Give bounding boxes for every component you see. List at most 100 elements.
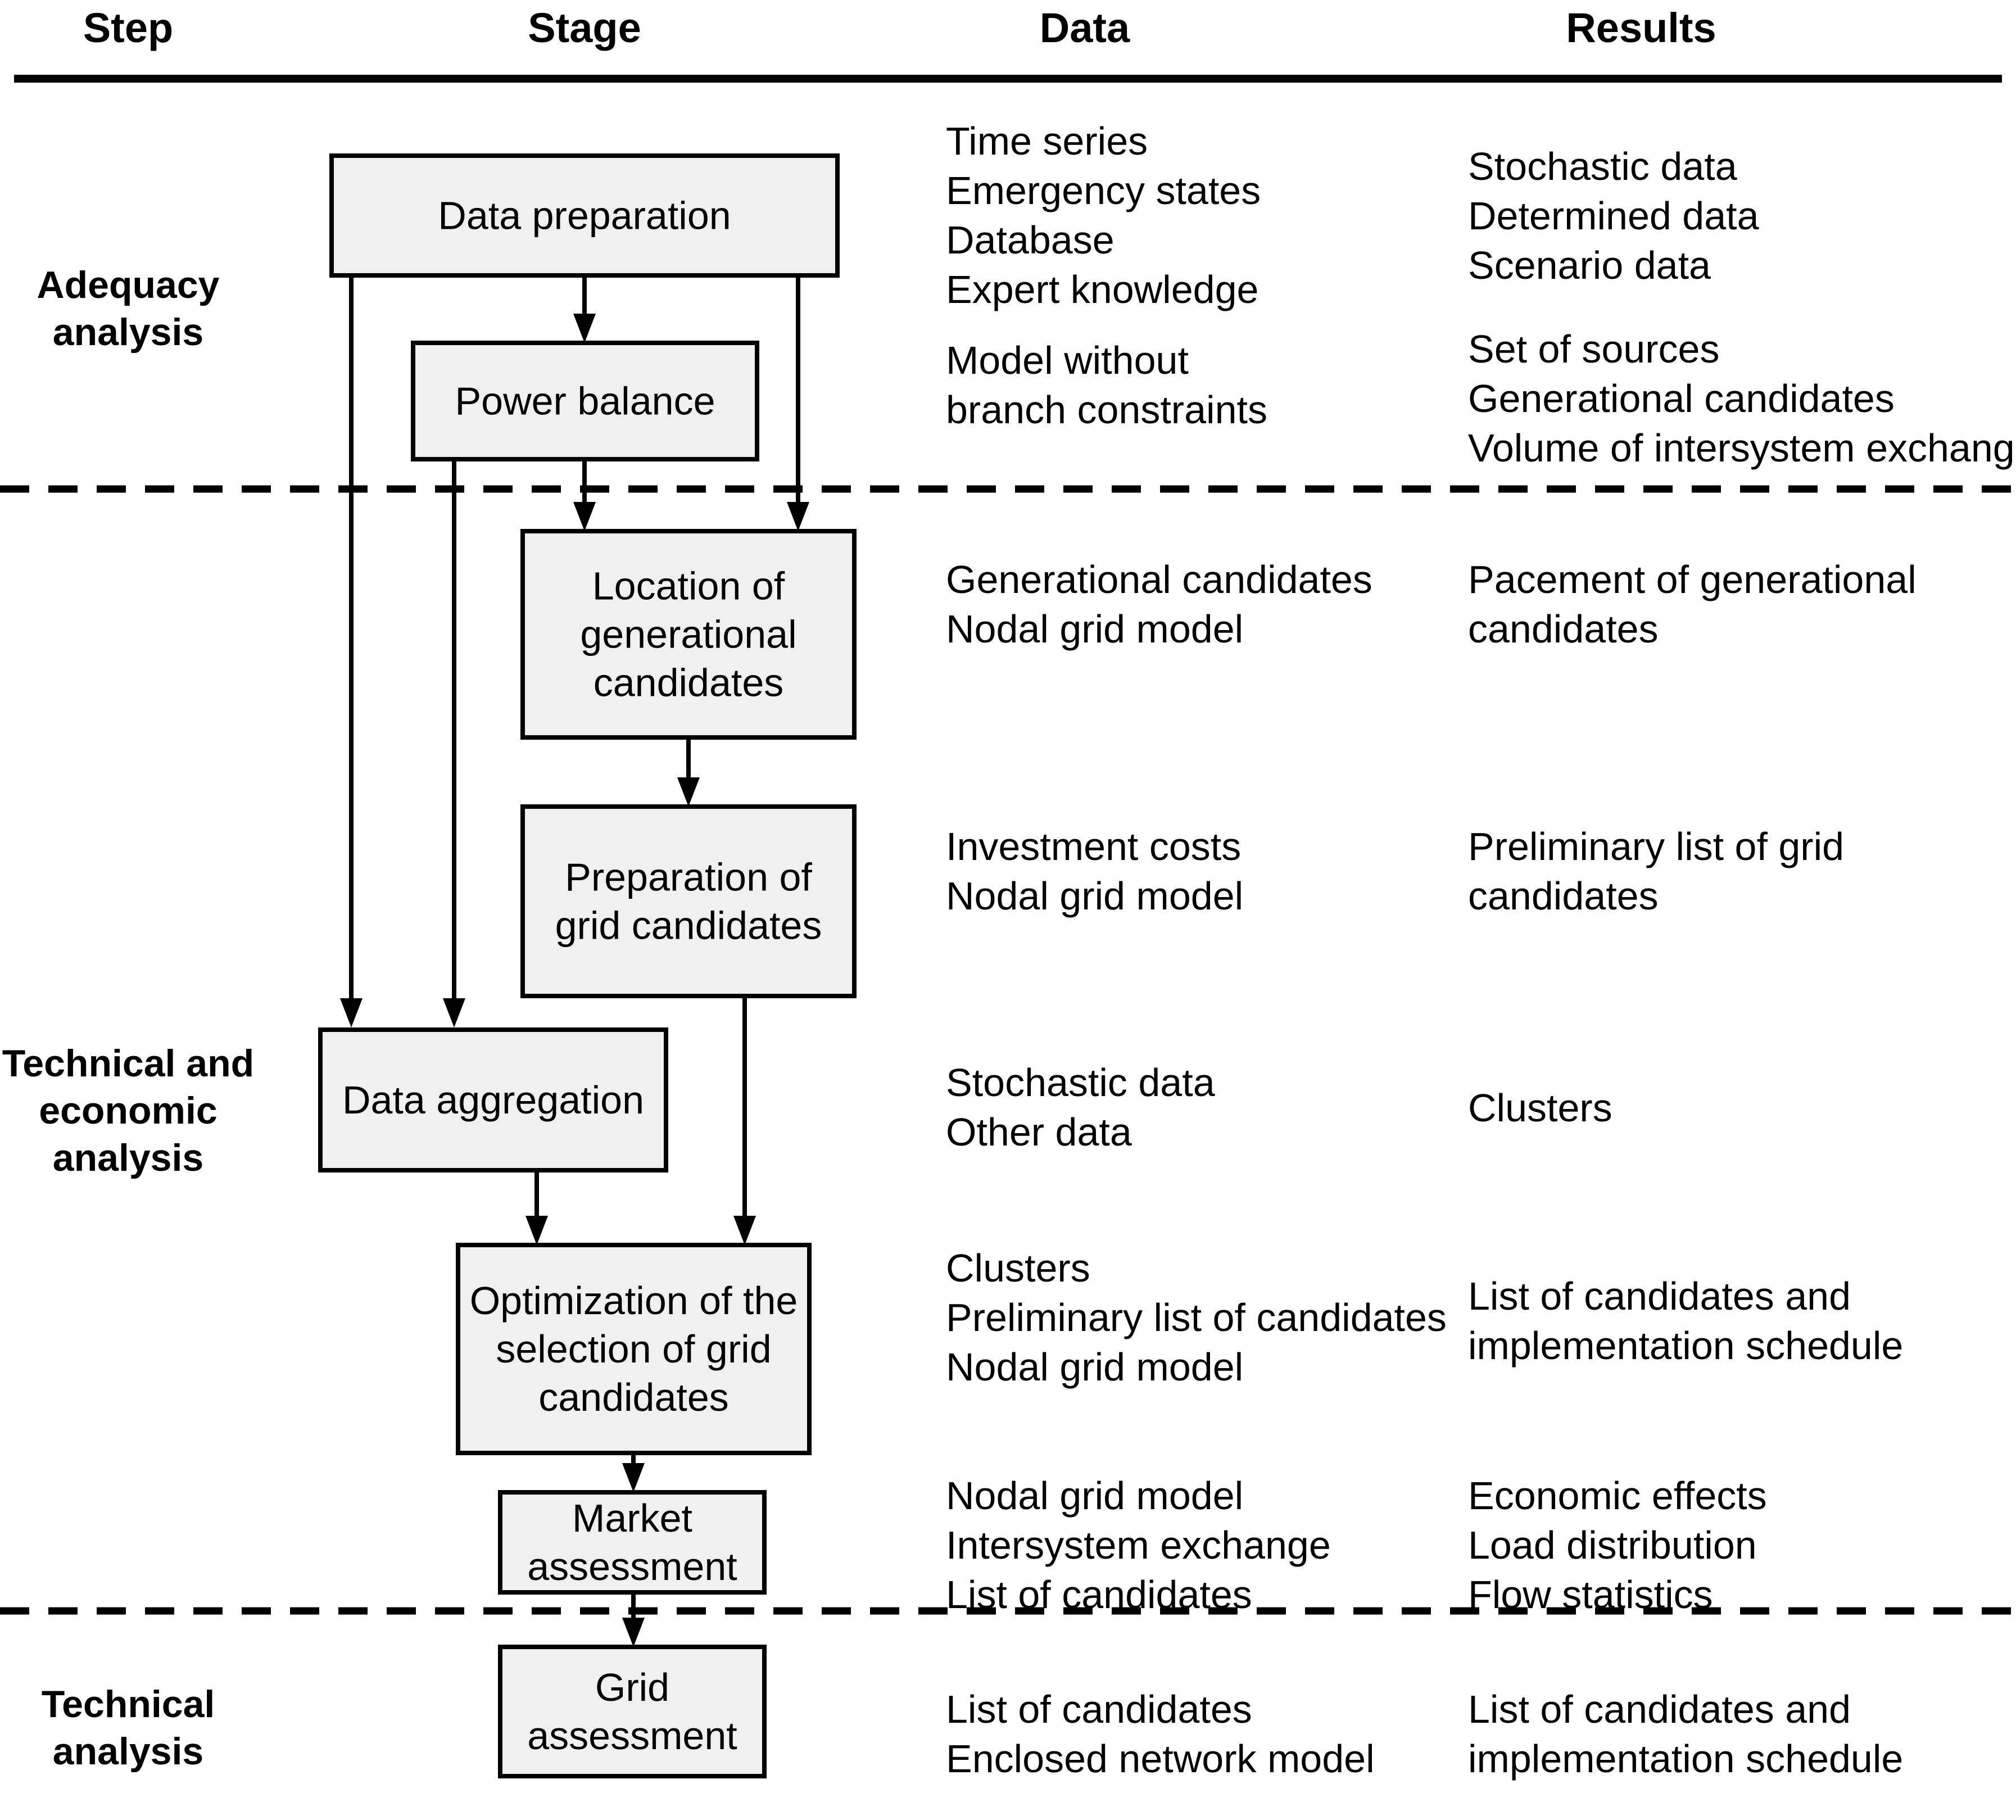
stage-box-data-aggregation[interactable]: Data aggregation [318,1027,668,1172]
data-block-optimization-line: Clusters [946,1246,1090,1290]
step-label-adequacy-analysis-line: Adequacy [37,264,220,306]
results-block-grid-line: List of candidates and [1468,1687,1851,1731]
conn-powerbalance-to-aggregation-arrowhead-icon [443,998,465,1027]
data-block-market-line: Nodal grid model [946,1474,1243,1518]
results-block-optimization-line: implementation schedule [1468,1324,1903,1368]
stage-box-optimization-of-the-selection-of-grid-candidates-rect[interactable] [456,1243,812,1455]
results-block-market-line: Flow statistics [1468,1573,1713,1617]
results-block-aggregation-line: Clusters [1468,1086,1612,1130]
stage-box-grid-assessment-label-line: Grid [595,1665,669,1709]
results-block-power-balance-line: Volume of intersystem exchange [1468,426,2016,470]
stage-box-location-of-generational-candidates-label-line: candidates [594,661,784,705]
stage-box-market-assessment-label-line: assessment [527,1545,737,1588]
stage-box-optimization-of-the-selection-of-grid-candidates-label-line: candidates [538,1375,729,1419]
results-block-preparation-line: Scenario data [1468,243,1711,287]
results-block-optimization-line: List of candidates and [1468,1274,1851,1318]
results-block-location-line: candidates [1468,607,1659,651]
column-header-data: Data [1040,4,1130,51]
data-block-preparation-line: Emergency states [946,169,1261,212]
stage-box-grid-assessment-rect[interactable] [498,1645,767,1778]
results-block-preparation-line: Stochastic data [1468,144,1737,188]
stage-box-data-aggregation-rect[interactable] [318,1027,668,1172]
results-block-market-line: Load distribution [1468,1523,1757,1567]
data-block-power-balance-line: Model without [946,338,1189,382]
conn-powerbalance-to-aggregation [443,459,465,1027]
results-block-market-line: Economic effects [1468,1474,1767,1518]
conn-optimization-to-market-arrowhead-icon [622,1463,645,1492]
data-block-grid-line: List of candidates [946,1687,1252,1731]
conn-powerbalance-to-location [573,459,596,531]
data-block-power-balance-line: branch constraints [946,388,1267,432]
conn-preparation-to-optimization [733,996,756,1245]
results-block-preparation-grid-line: Preliminary list of grid [1468,825,1844,868]
data-block-preparation-grid-line: Nodal grid model [946,874,1243,918]
results-block-optimization: List of candidates and implementation sch… [1468,1274,1903,1368]
stage-box-market-assessment[interactable]: Market assessment [498,1490,767,1595]
stage-box-power-balance-rect[interactable] [411,341,759,461]
data-block-preparation-line: Expert knowledge [946,268,1258,311]
step-label-technical-analysis-line: Technical [42,1683,215,1726]
stage-box-market-assessment-rect[interactable] [498,1490,767,1595]
conn-preparation-to-optimization-arrowhead-icon [733,1216,756,1245]
conn-prep-to-powerbalance-arrowhead-icon [573,314,596,343]
stage-box-location-of-generational-candidates-rect[interactable] [520,529,857,740]
results-block-power-balance-line: Set of sources [1468,327,1719,371]
data-block-aggregation-line: Stochastic data [946,1061,1215,1104]
conn-aggregation-to-optimization-arrowhead-icon [525,1216,548,1245]
column-header-stage: Stage [528,4,641,51]
step-label-adequacy-analysis-line: analysis [53,311,203,354]
step-label-technical-analysis-line: analysis [53,1730,203,1773]
conn-prep-to-powerbalance [573,275,596,343]
conn-market-to-grid-arrowhead-icon [622,1618,645,1647]
stage-box-power-balance[interactable]: Power balance [411,341,759,461]
data-block-grid-line: Enclosed network model [946,1737,1375,1781]
results-block-power-balance-line: Generational candidates [1468,377,1895,420]
data-block-market-line: List of candidates [946,1573,1252,1617]
stage-box-grid-assessment-label-line: assessment [527,1714,737,1758]
conn-optimization-to-market [622,1453,645,1492]
data-block-preparation-grid-line: Investment costs [946,825,1241,868]
step-label-adequacy-analysis: Adequacy analysis [37,264,220,354]
stage-box-location-of-generational-candidates-label-line: Location of [592,564,785,608]
conn-prep-to-location [787,275,809,531]
data-block-optimization-line: Nodal grid model [946,1345,1243,1389]
conn-powerbalance-to-location-arrowhead-icon [573,502,596,531]
data-block-market-line: Intersystem exchange [946,1523,1331,1567]
stage-box-preparation-of-grid-candidates-rect[interactable] [520,804,857,998]
stage-box-grid-assessment[interactable]: Grid assessment [498,1645,767,1778]
stage-box-data-preparation-rect[interactable] [329,153,840,278]
divider-group [0,75,2016,1615]
stage-box-location-of-generational-candidates-label-line: generational [580,613,796,657]
stage-box-optimization-of-the-selection-of-grid-candidates-label-line: Optimization of the [470,1279,798,1323]
stage-box-optimization-of-the-selection-of-grid-candidates-label-line: selection of grid [496,1327,771,1371]
column-header-results: Results [1566,4,1716,51]
conn-prep-to-location-arrowhead-icon [787,502,809,531]
data-block-location-line: Generational candidates [946,558,1372,601]
stage-box-data-preparation[interactable]: Data preparation [329,153,840,278]
stage-box-power-balance-label-line: Power balance [455,379,715,423]
stage-box-market-assessment-label-line: Market [572,1496,692,1540]
